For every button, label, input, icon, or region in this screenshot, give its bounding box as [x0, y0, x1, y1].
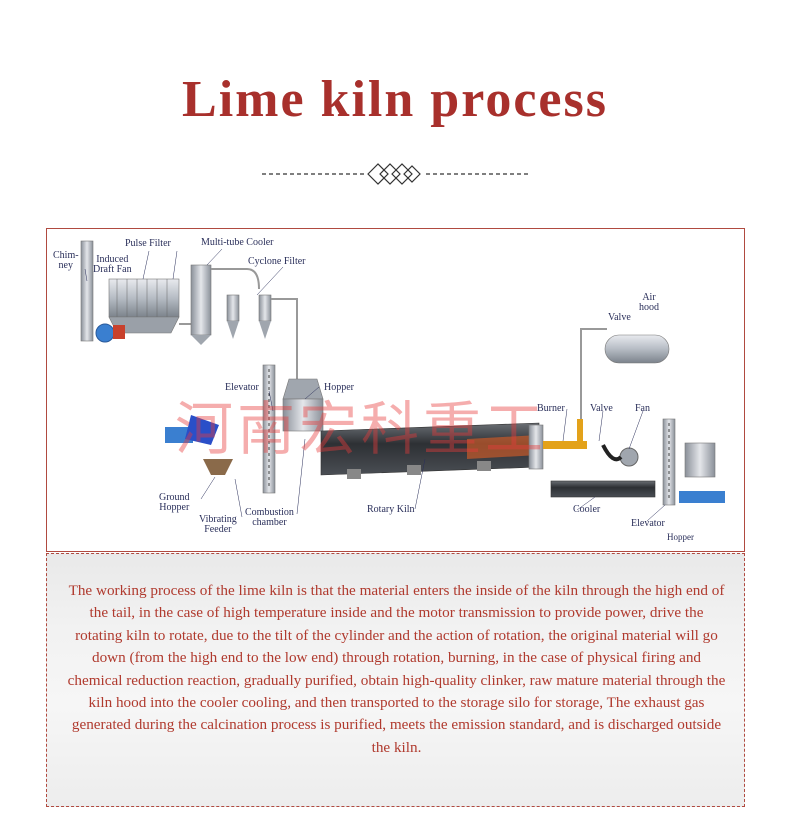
label-air-hood: Air hood	[639, 292, 659, 313]
storage-silo-icon	[679, 442, 725, 503]
label-hopper-top: Hopper	[324, 382, 354, 393]
label-chimney: Chim- ney	[53, 250, 79, 271]
label-valve-top: Valve	[608, 312, 631, 323]
label-fan: Fan	[635, 403, 650, 414]
cooler-icon	[550, 480, 656, 498]
fan-icon	[601, 444, 639, 467]
label-elevator-right: Elevator	[631, 518, 665, 529]
ground-hopper-icon	[165, 415, 233, 475]
label-ground-hopper: Ground Hopper	[159, 492, 190, 513]
label-rotary-kiln: Rotary Kiln	[367, 504, 415, 515]
label-burner: Burner	[537, 403, 565, 414]
process-description: The working process of the lime kiln is …	[67, 582, 726, 756]
page-title: Lime kiln process	[182, 71, 608, 128]
burner-icon	[528, 419, 587, 470]
label-elevator-left: Elevator	[225, 382, 259, 393]
label-pulse-filter: Pulse Filter	[125, 238, 171, 249]
chimney-icon	[80, 240, 115, 343]
label-induced-draft-fan: Induced Draft Fan	[93, 254, 132, 275]
process-diagram-drawing	[80, 240, 725, 522]
elevator-right-icon	[662, 418, 676, 506]
label-vibrating-feeder: Vibrating Feeder	[199, 514, 237, 535]
multi-tube-cooler-icon	[190, 264, 247, 345]
label-combustion-chamber: Combustion chamber	[245, 507, 294, 528]
pulse-filter-icon	[108, 278, 197, 339]
process-diagram: 河南宏科重工 Chim- ney Pulse Filter Induced Dr…	[46, 228, 745, 552]
description-panel: The working process of the lime kiln is …	[46, 553, 745, 807]
elevator-left-icon	[262, 364, 276, 494]
rotary-kiln-icon	[320, 422, 540, 479]
label-hopper-bottom: Hopper	[667, 532, 694, 542]
label-cyclone-filter: Cyclone Filter	[248, 256, 306, 267]
air-hood-icon	[580, 328, 670, 419]
title-divider	[262, 163, 528, 185]
label-valve: Valve	[590, 403, 613, 414]
watermark: 河南宏科重工	[175, 395, 548, 463]
label-leader-lines	[84, 248, 666, 522]
label-multi-tube-cooler: Multi-tube Cooler	[201, 237, 274, 248]
cyclone-filter-icon	[226, 268, 298, 379]
hopper-top-icon	[282, 378, 324, 432]
label-cooler: Cooler	[573, 504, 601, 515]
